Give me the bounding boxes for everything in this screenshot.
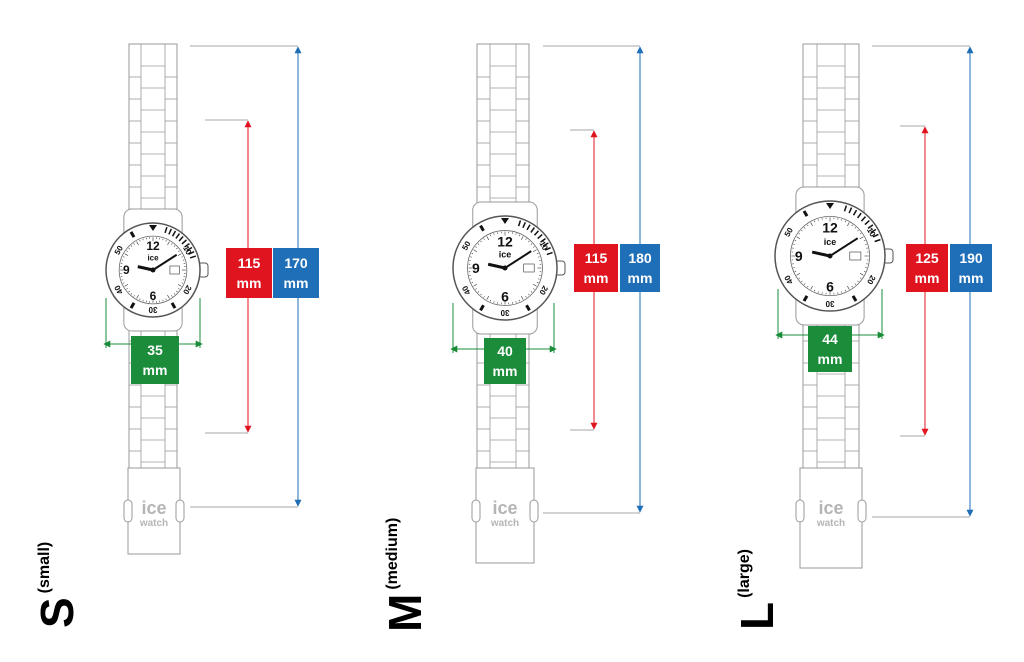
date-window <box>850 252 861 260</box>
size-medium-title: M (medium) <box>378 518 432 632</box>
size-small-title: S (small) <box>30 542 84 628</box>
size-large-title: L (large) <box>730 549 784 630</box>
dial-number: 9 <box>472 260 480 276</box>
clasp-hinge <box>530 500 538 522</box>
size-letter: S <box>31 597 83 628</box>
hand-pin <box>503 266 508 271</box>
date-window <box>524 264 534 272</box>
clasp-logo-watch: watch <box>816 518 845 529</box>
hand-pin <box>151 268 156 273</box>
clasp-logo-ice: ice <box>492 498 517 518</box>
dial-number: 12 <box>822 219 838 235</box>
size-letter: L <box>731 602 783 630</box>
size-name: (medium) <box>384 518 401 590</box>
clasp-hinge <box>176 500 184 522</box>
clasp-logo-ice: ice <box>141 498 166 518</box>
size-letter: M <box>379 594 431 632</box>
clasp-logo-ice: ice <box>818 498 843 518</box>
clasp-hinge <box>472 500 480 522</box>
hand-pin <box>828 254 833 259</box>
date-window <box>170 266 179 274</box>
dial-logo: ice <box>824 237 837 247</box>
dial-number: 9 <box>123 263 130 277</box>
bezel-number: 30 <box>500 308 509 317</box>
dial-number: 12 <box>497 234 513 250</box>
dial-number: 6 <box>826 279 834 295</box>
clasp-logo-watch: watch <box>139 518 168 529</box>
dial-logo: ice <box>147 254 159 263</box>
dial-number: 9 <box>795 248 803 264</box>
clasp-hinge <box>796 500 804 522</box>
clasp-hinge <box>124 500 132 522</box>
dial-number: 6 <box>501 288 509 304</box>
clasp-logo-watch: watch <box>490 518 519 529</box>
bezel-number: 30 <box>148 305 157 314</box>
clasp-hinge <box>858 500 866 522</box>
size-name: (large) <box>736 549 753 598</box>
dial-logo: ice <box>499 250 512 260</box>
size-name: (small) <box>36 542 53 594</box>
bezel-number: 30 <box>825 299 834 308</box>
dial-number: 6 <box>150 289 157 303</box>
dial-number: 12 <box>146 239 160 253</box>
